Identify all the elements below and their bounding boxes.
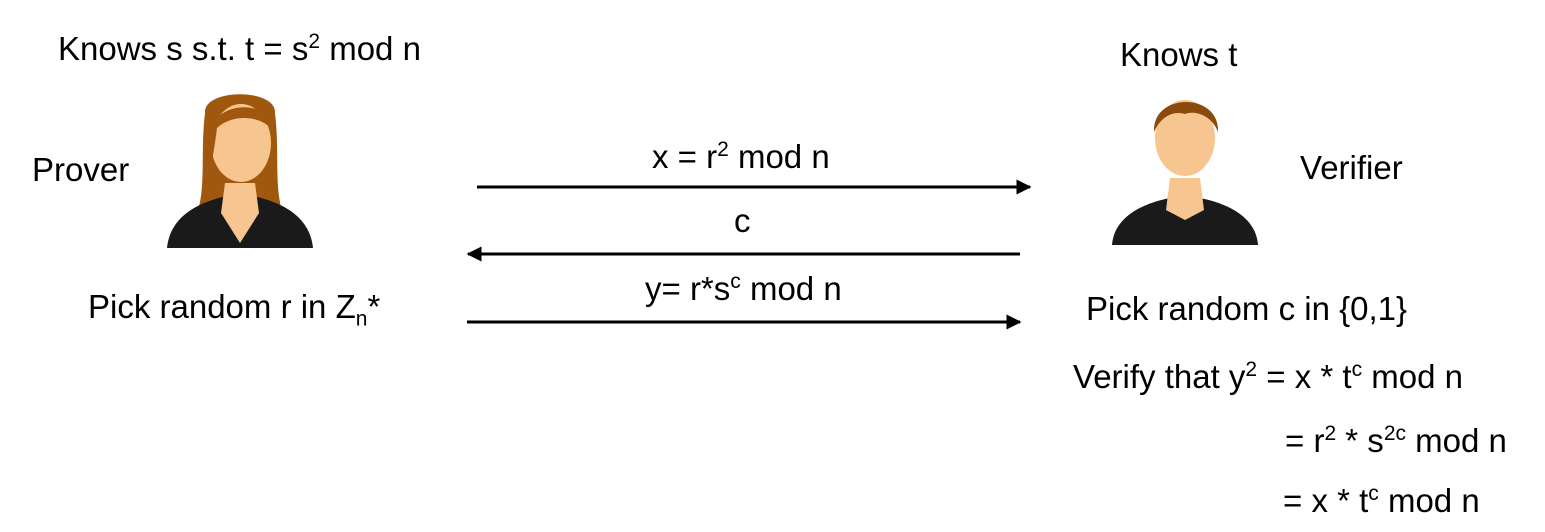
verifier-clothing — [1112, 198, 1258, 245]
prover-action: Pick random r in Zn* — [88, 288, 381, 331]
prover-knowledge: Knows s s.t. t = s2 mod n — [58, 30, 421, 67]
verifier-label: Verifier — [1300, 149, 1403, 186]
verification-line-2: = r2 * s2c mod n — [1285, 422, 1507, 459]
verifier-knowledge: Knows t — [1120, 36, 1238, 73]
prover-neck — [221, 183, 259, 243]
message-response: y= r*sc mod n — [645, 270, 842, 307]
verifier-neck — [1166, 178, 1204, 220]
prover-avatar-icon — [167, 94, 313, 248]
verification-line-3: = x * tc mod n — [1283, 482, 1480, 519]
verifier-face — [1155, 100, 1215, 176]
message-commitment: x = r2 mod n — [652, 138, 830, 175]
prover-face — [211, 104, 271, 182]
verifier-avatar-icon — [1112, 100, 1258, 245]
verification-line-1: Verify that y2 = x * tc mod n — [1073, 358, 1463, 395]
verifier-action: Pick random c in {0,1} — [1086, 290, 1408, 327]
message-challenge: c — [734, 202, 751, 239]
prover-label: Prover — [32, 151, 130, 188]
verifier-hair — [1153, 102, 1219, 132]
